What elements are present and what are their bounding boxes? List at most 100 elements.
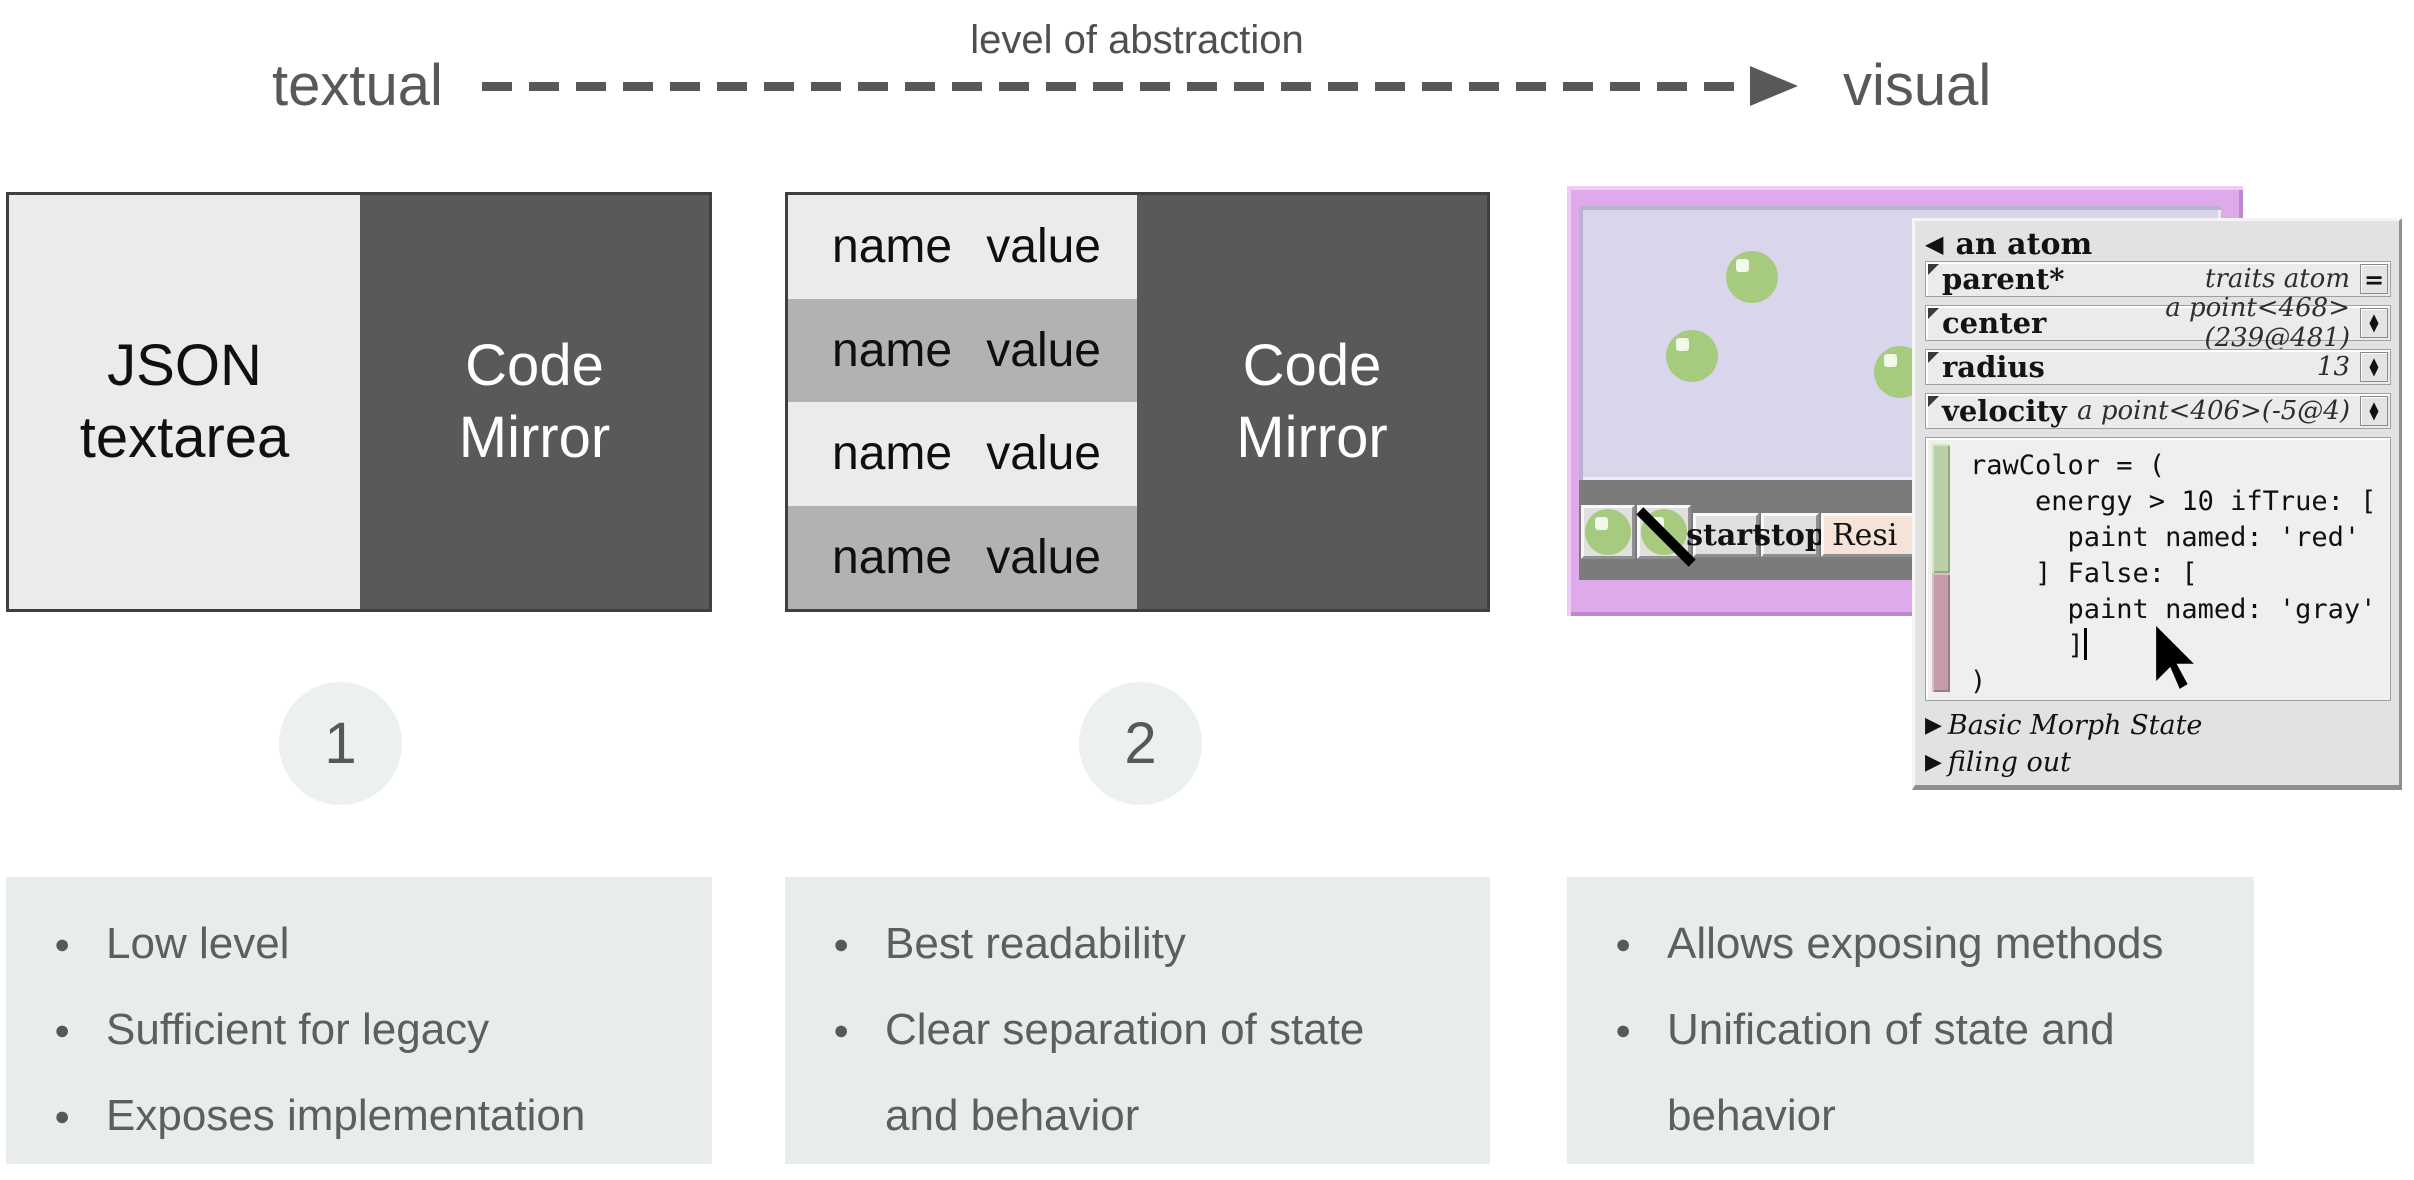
table-row[interactable]: name value: [788, 402, 1137, 506]
row-name: name: [832, 530, 953, 584]
property-label: parent*: [1942, 262, 2065, 296]
bullet-list: Low level Sufficient for legacy Exposes …: [54, 901, 682, 1159]
badge-number: 1: [324, 711, 357, 776]
resize-button-label: Resi: [1832, 517, 1898, 553]
codemirror-label-1: Code Mirror: [458, 332, 611, 471]
disclosure-filing-out[interactable]: ▶ filing out: [1925, 744, 2391, 781]
option2-panel: name value name value name value name va…: [785, 192, 1490, 612]
code-line: rawColor = (: [1970, 450, 2166, 481]
scrollbar-green-segment: [1932, 444, 1950, 573]
stop-button[interactable]: stop: [1754, 513, 1826, 557]
stepper-up-icon: ▲: [2369, 399, 2379, 413]
property-row-parent[interactable]: parent* traits atom =: [1925, 261, 2391, 297]
row-value: value: [986, 530, 1101, 584]
list-item: Low level: [54, 901, 682, 987]
option2-bullet-box: Best readability Clear separation of sta…: [785, 877, 1490, 1164]
row-name: name: [832, 220, 953, 274]
json-textarea-label: JSON textarea: [79, 332, 290, 471]
option1-number-badge: 1: [279, 682, 402, 805]
table-row[interactable]: name value: [788, 298, 1137, 402]
disclosure-basic-morph-state[interactable]: ▶ Basic Morph State: [1925, 707, 2391, 744]
code-line: ] False: [: [1970, 558, 2198, 589]
code-line: paint named: 'red': [1970, 522, 2361, 553]
collapse-icon[interactable]: ◀: [1925, 230, 1944, 258]
property-value: traits atom: [2204, 264, 2350, 294]
table-row[interactable]: name value: [788, 505, 1137, 609]
badge-number: 2: [1124, 711, 1157, 776]
disclosure-triangle-icon: ▶: [1925, 712, 1942, 738]
property-value: a point<406>(-5@4): [2077, 396, 2350, 426]
codemirror-region-2[interactable]: Code Mirror: [1137, 195, 1487, 609]
stepper-button[interactable]: ▲ ▼: [2360, 352, 2388, 382]
option3-bullet-box: Allows exposing methods Unification of s…: [1567, 877, 2254, 1164]
property-label: velocity: [1942, 394, 2067, 428]
json-textarea-region[interactable]: JSON textarea: [9, 195, 360, 609]
code-scrollbar[interactable]: [1932, 444, 1950, 692]
stepper-button[interactable]: ▲ ▼: [2360, 396, 2388, 426]
flag-icon: [1928, 264, 1939, 275]
window-title-bar[interactable]: ◀ an atom: [1925, 226, 2391, 262]
property-label: center: [1942, 306, 2047, 340]
code-line: ): [1970, 666, 1987, 697]
property-value: 13: [2316, 352, 2350, 382]
codemirror-label-2: Code Mirror: [1236, 332, 1388, 471]
start-button[interactable]: start: [1686, 513, 1766, 557]
flag-icon: [1928, 308, 1939, 319]
code-line: paint named: 'gray': [1970, 594, 2377, 625]
option1-panel: JSON textarea Code Mirror: [6, 192, 712, 612]
table-row[interactable]: name value: [788, 195, 1137, 299]
property-row-velocity[interactable]: velocity a point<406>(-5@4) ▲ ▼: [1925, 393, 2391, 429]
stepper-up-icon: ▲: [2369, 355, 2379, 369]
stepper-up-icon: ▲: [2369, 311, 2379, 325]
property-label: radius: [1942, 350, 2045, 384]
window-title: an atom: [1955, 226, 2093, 262]
stepper-down-icon: ▼: [2369, 364, 2379, 378]
flag-icon: [1928, 396, 1939, 407]
stepper-button[interactable]: ▲ ▼: [2360, 308, 2388, 338]
disclosure-label: Basic Morph State: [1947, 710, 2203, 741]
code-line: energy > 10 ifTrue: [: [1970, 486, 2377, 517]
equals-button[interactable]: =: [2360, 264, 2388, 294]
axis-right-label: visual: [1843, 53, 1992, 118]
atom-circle[interactable]: [1666, 330, 1718, 382]
property-value: a point<468>(239@481): [2165, 293, 2350, 353]
name-value-table: name value name value name value name va…: [788, 195, 1137, 609]
axis-title: level of abstraction: [970, 18, 1304, 62]
list-item: Exposes implementation: [54, 1073, 682, 1159]
add-atom-button[interactable]: [1581, 505, 1635, 559]
axis-left-label: textual: [272, 53, 443, 118]
bullet-list: Allows exposing methods Unification of s…: [1615, 901, 2224, 1159]
text-caret: [2083, 628, 2087, 660]
list-item: Sufficient for legacy: [54, 987, 682, 1073]
atom-icon: [1585, 509, 1631, 555]
remove-atom-button[interactable]: [1636, 505, 1696, 567]
atom-circle[interactable]: [1726, 251, 1778, 303]
code-line: ]: [1970, 628, 2390, 664]
property-row-center[interactable]: center a point<468>(239@481) ▲ ▼: [1925, 293, 2391, 353]
bullet-list: Best readability Clear separation of sta…: [833, 901, 1460, 1159]
row-value: value: [986, 323, 1101, 377]
row-name: name: [832, 427, 953, 481]
list-item: Unification of state and behavior: [1615, 987, 2224, 1159]
mouse-cursor-arrow-icon: [2151, 626, 2199, 696]
disclosure-triangle-icon: ▶: [1925, 749, 1942, 775]
row-value: value: [986, 220, 1101, 274]
disclosure-label: filing out: [1947, 747, 2071, 778]
row-name: name: [832, 323, 953, 377]
abstraction-axis-dashed-line: [482, 82, 1750, 91]
list-item: Clear separation of state and behavior: [833, 987, 1430, 1159]
start-button-label: start: [1686, 517, 1766, 553]
property-row-radius[interactable]: radius 13 ▲ ▼: [1925, 349, 2391, 385]
list-item: Best readability: [833, 901, 1430, 987]
scrollbar-mauve-segment: [1932, 572, 1950, 692]
option2-number-badge: 2: [1079, 682, 1202, 805]
codemirror-region-1[interactable]: Code Mirror: [360, 195, 709, 609]
stepper-down-icon: ▼: [2369, 408, 2379, 422]
atom-inspector-window: ◀ an atom parent* traits atom = center a…: [1912, 218, 2402, 790]
option1-bullet-box: Low level Sufficient for legacy Exposes …: [6, 877, 712, 1164]
stop-button-label: stop: [1754, 517, 1826, 553]
arrow-head-icon: [1750, 66, 1798, 106]
row-value: value: [986, 427, 1101, 481]
code-editor[interactable]: rawColor = ( energy > 10 ifTrue: [ paint…: [1925, 437, 2391, 701]
list-item: Allows exposing methods: [1615, 901, 2224, 987]
